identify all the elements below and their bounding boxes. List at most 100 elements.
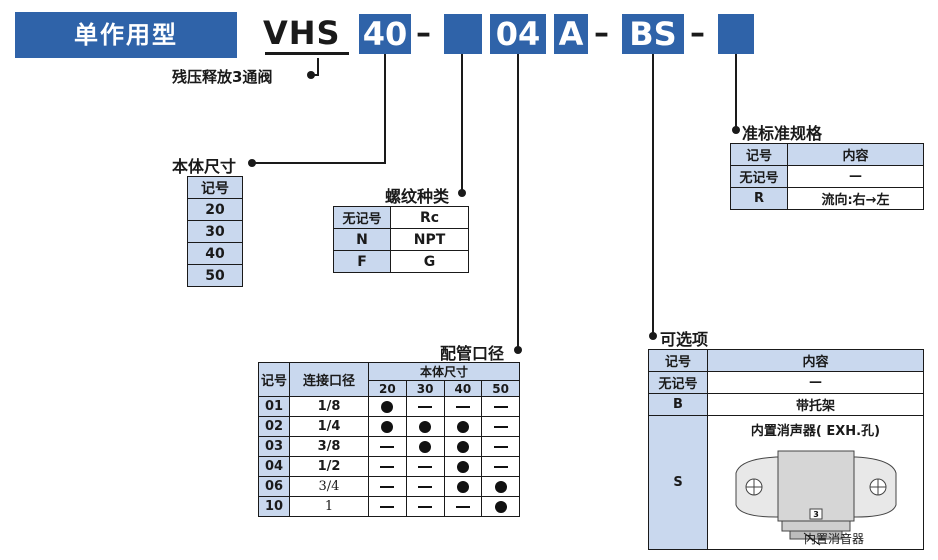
port-code: 03 <box>258 436 290 457</box>
standard-header-code: 记号 <box>730 143 788 166</box>
available-dot <box>494 500 507 513</box>
port-availability <box>443 436 483 457</box>
body-size-cell: 50 <box>187 264 243 287</box>
port-size-col: 20 <box>368 380 407 397</box>
port-header-code: 记号 <box>258 362 290 397</box>
available-dot <box>494 480 507 493</box>
options-value: 内置消声器( EXH.孔) <box>750 424 881 439</box>
unavailable-dash <box>493 445 508 448</box>
available-dot <box>381 400 394 413</box>
thread-value: Rc <box>390 206 469 229</box>
port-availability <box>443 456 483 477</box>
port-availability <box>405 436 445 457</box>
port-size: 1 <box>289 496 369 517</box>
unavailable-dash <box>418 505 433 508</box>
port-availability <box>443 416 483 437</box>
port-size: 1/2 <box>289 456 369 477</box>
code-option: BS <box>622 14 684 54</box>
unavailable-dash <box>493 465 508 468</box>
standard-header-content: 内容 <box>787 143 924 166</box>
model-prefix: VHS <box>263 14 341 52</box>
port-code: 10 <box>258 496 290 517</box>
port-availability <box>443 396 483 417</box>
unavailable-dash <box>380 485 395 488</box>
port-availability <box>368 396 407 417</box>
thread-code: N <box>333 228 391 251</box>
available-dot <box>419 440 432 453</box>
port-code: 06 <box>258 476 290 497</box>
unavailable-dash <box>418 485 433 488</box>
port-availability <box>368 476 407 497</box>
available-dot <box>381 420 394 433</box>
options-value: 带托架 <box>707 393 924 416</box>
thread-code: F <box>333 250 391 273</box>
body-size-cell: 30 <box>187 220 243 243</box>
available-dot <box>456 420 469 433</box>
available-dot <box>456 440 469 453</box>
port-availability <box>443 476 483 497</box>
port-header-body: 本体尺寸 <box>368 362 520 381</box>
standard-code: 无记号 <box>730 165 788 188</box>
code-standard <box>718 14 754 54</box>
dash-1: – <box>416 16 431 51</box>
port-availability <box>368 436 407 457</box>
unavailable-dash <box>455 505 470 508</box>
body-size-cell: 20 <box>187 198 243 221</box>
figure-label: 内置消音器 <box>804 532 865 546</box>
options-code: 无记号 <box>648 371 708 394</box>
port-availability <box>405 456 445 477</box>
standard-label: 准标准规格 <box>742 124 823 143</box>
unavailable-dash <box>380 505 395 508</box>
port-availability <box>481 456 520 477</box>
standard-value: — <box>787 165 924 188</box>
options-header-code: 记号 <box>648 349 708 372</box>
port-availability <box>481 436 520 457</box>
port-size: 1/8 <box>289 396 369 417</box>
port-availability <box>368 456 407 477</box>
standard-code: R <box>730 187 788 210</box>
valve-label: 残压释放3通阀 <box>172 68 273 86</box>
port-availability <box>405 476 445 497</box>
thread-value: NPT <box>390 228 469 251</box>
port-availability <box>368 416 407 437</box>
dash-3: – <box>690 16 705 51</box>
port-label: 配管口径 <box>440 344 505 363</box>
port-availability <box>481 416 520 437</box>
code-thread <box>444 14 482 54</box>
port-availability <box>368 496 407 517</box>
code-body-size: 40 <box>359 14 411 54</box>
unavailable-dash <box>380 465 395 468</box>
body-size-label: 本体尺寸 <box>172 157 237 176</box>
options-header-content: 内容 <box>707 349 924 372</box>
code-type: A <box>554 14 588 54</box>
available-dot <box>456 460 469 473</box>
port-availability <box>481 496 520 517</box>
figure-number: 3 <box>813 510 819 519</box>
port-availability <box>481 476 520 497</box>
port-code: 04 <box>258 456 290 477</box>
thread-value: G <box>390 250 469 273</box>
unavailable-dash <box>380 445 395 448</box>
dash-2: – <box>594 16 609 51</box>
port-header-size: 连接口径 <box>289 362 369 397</box>
prefix-underline <box>265 52 349 55</box>
port-size: 3/4 <box>289 476 369 497</box>
port-availability <box>405 496 445 517</box>
body-size-cell: 40 <box>187 242 243 265</box>
port-availability <box>481 396 520 417</box>
port-size-col: 50 <box>481 380 520 397</box>
available-dot <box>456 480 469 493</box>
thread-label: 螺纹种类 <box>385 187 450 206</box>
port-code: 01 <box>258 396 290 417</box>
port-size-col: 40 <box>443 380 483 397</box>
port-code: 02 <box>258 416 290 437</box>
page-title: 单作用型 <box>15 12 237 58</box>
